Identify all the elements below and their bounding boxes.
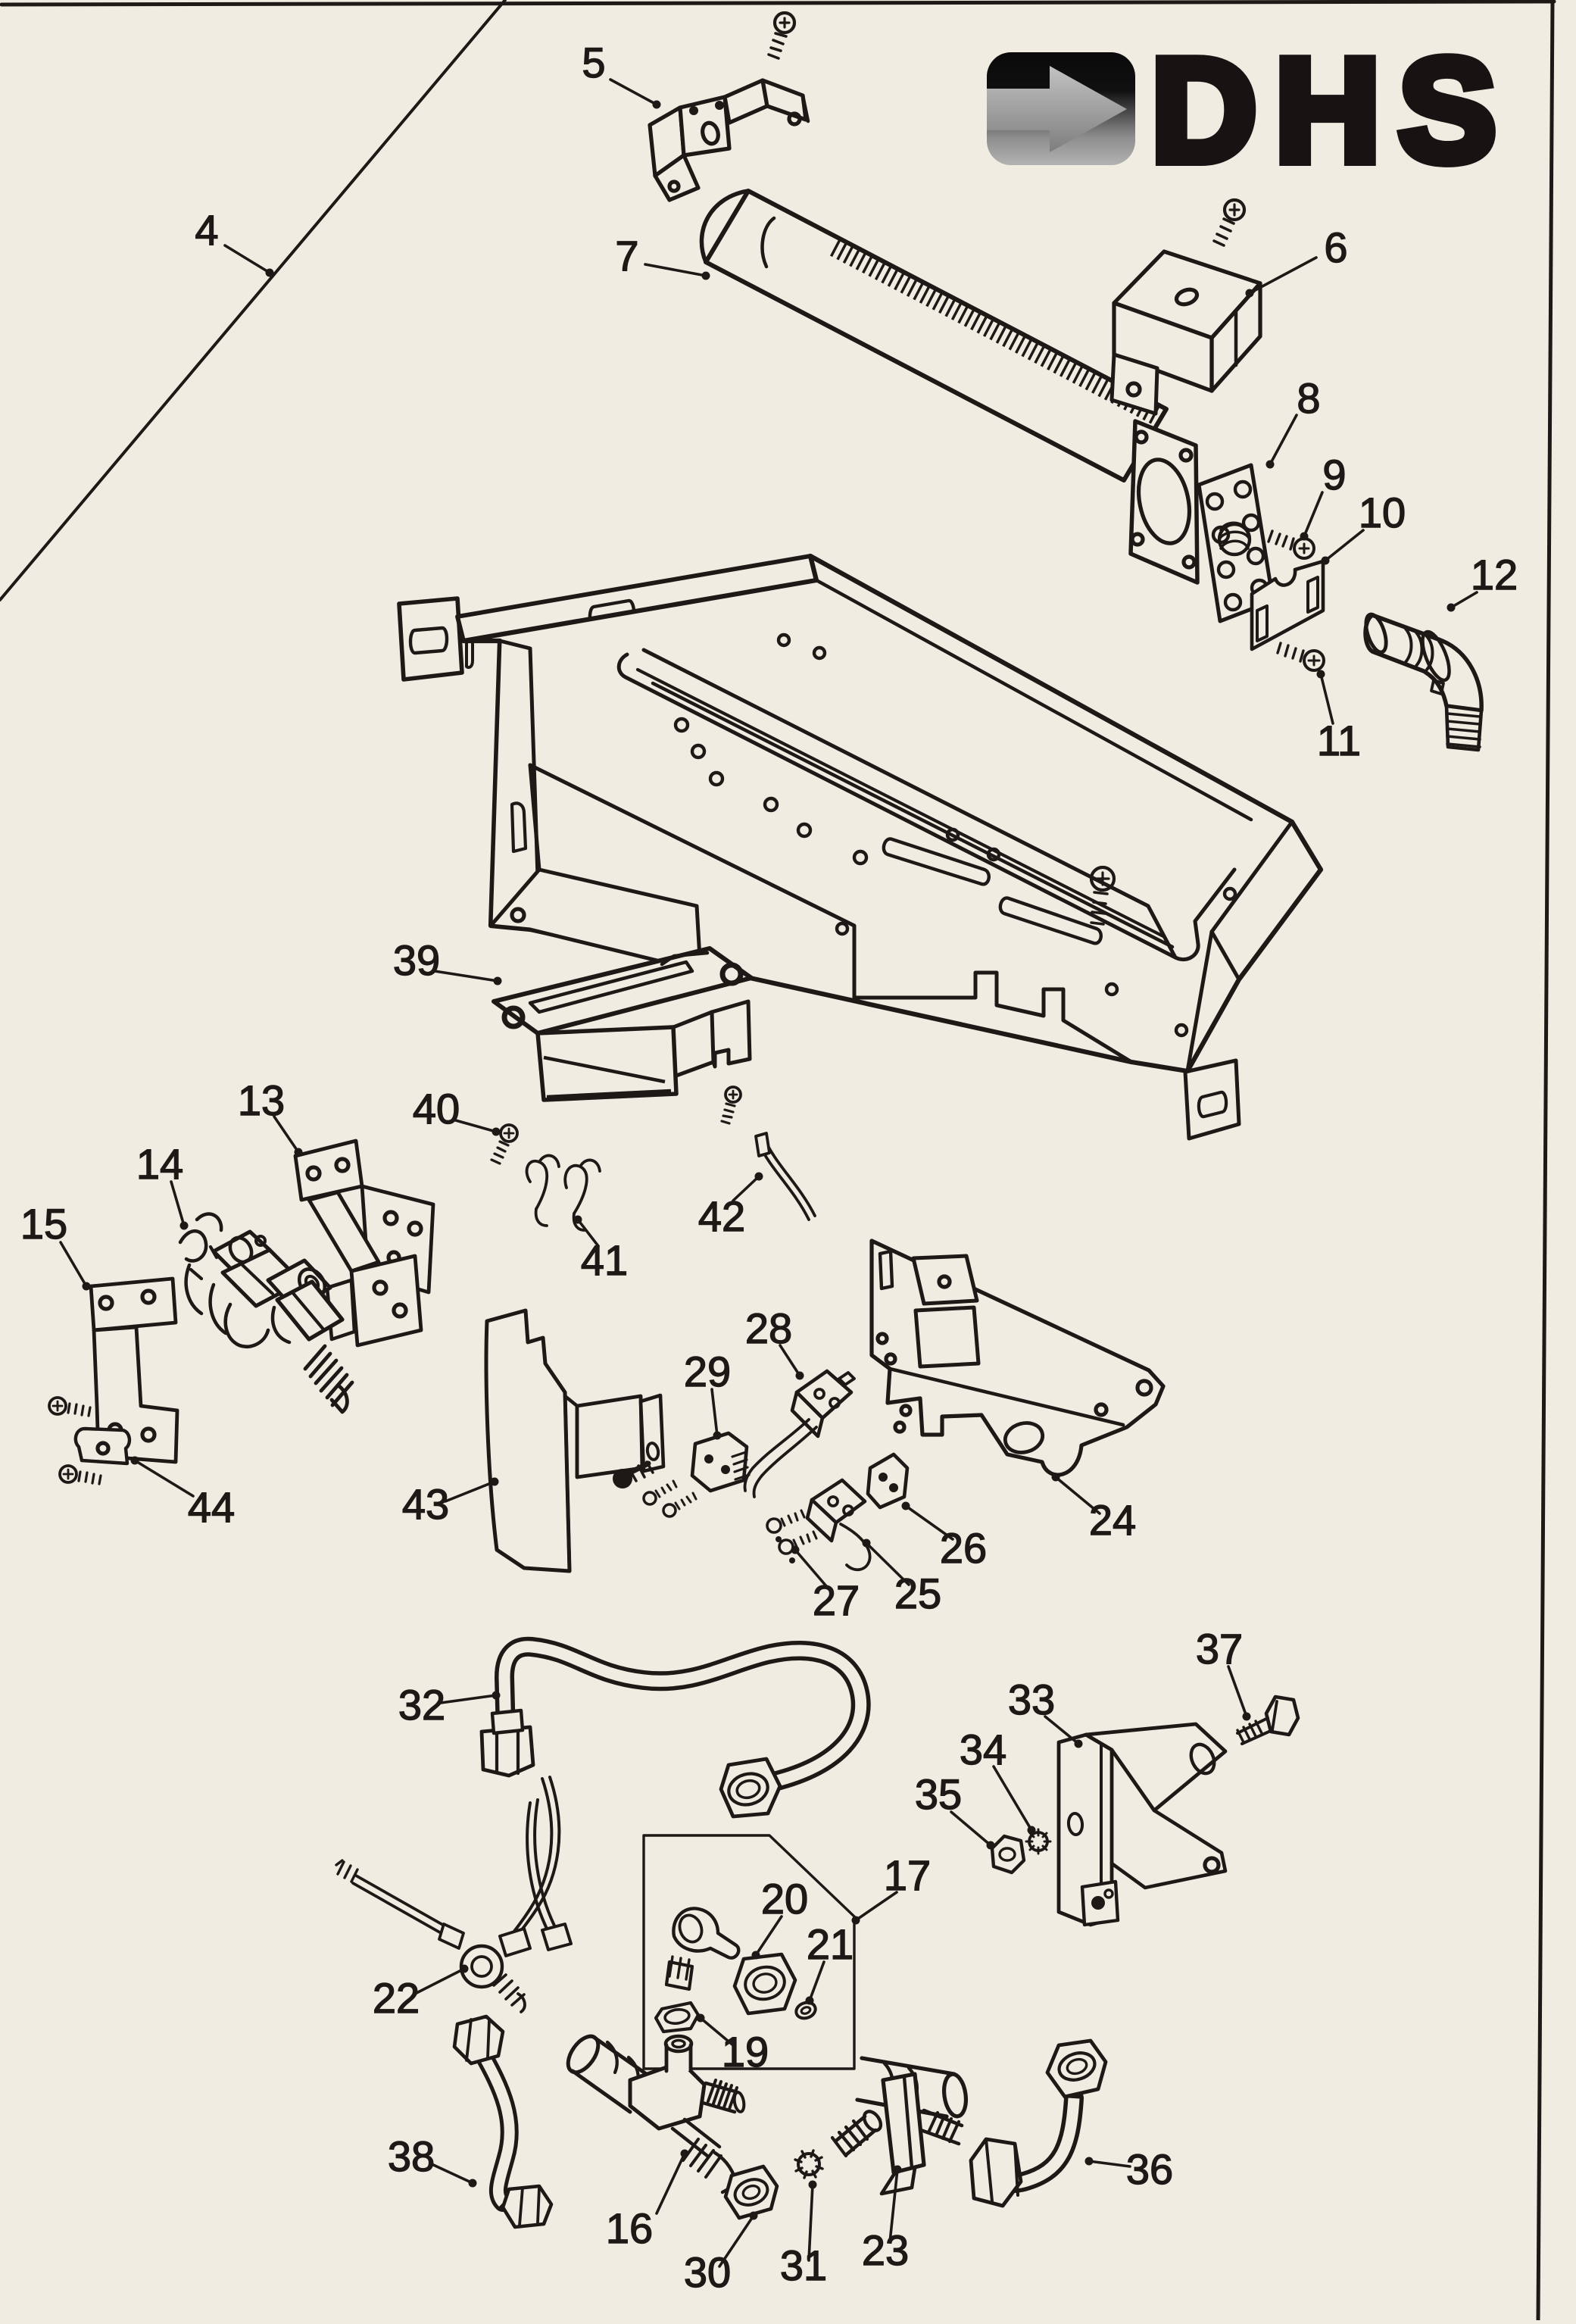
svg-text:31: 31 <box>780 2241 827 2289</box>
svg-text:34: 34 <box>960 1726 1006 1773</box>
svg-text:30: 30 <box>684 2248 731 2296</box>
svg-text:44: 44 <box>188 1483 235 1531</box>
svg-text:39: 39 <box>393 936 440 984</box>
svg-text:4: 4 <box>195 206 218 254</box>
svg-text:7: 7 <box>615 232 638 280</box>
svg-text:22: 22 <box>373 1974 420 2022</box>
svg-text:42: 42 <box>698 1192 745 1240</box>
svg-text:23: 23 <box>862 2226 909 2274</box>
svg-text:21: 21 <box>807 1920 854 1968</box>
svg-text:17: 17 <box>884 1851 931 1899</box>
svg-text:19: 19 <box>722 2028 769 2076</box>
svg-text:32: 32 <box>398 1681 445 1729</box>
svg-text:24: 24 <box>1089 1496 1136 1544</box>
svg-text:15: 15 <box>20 1200 67 1248</box>
svg-text:33: 33 <box>1008 1676 1055 1723</box>
svg-text:40: 40 <box>413 1085 460 1132</box>
svg-text:16: 16 <box>606 2204 653 2252</box>
svg-text:37: 37 <box>1196 1625 1243 1673</box>
svg-text:10: 10 <box>1359 489 1406 536</box>
svg-text:41: 41 <box>581 1236 628 1284</box>
svg-text:20: 20 <box>761 1875 808 1923</box>
svg-text:9: 9 <box>1322 451 1346 498</box>
svg-text:12: 12 <box>1471 551 1518 598</box>
svg-text:35: 35 <box>915 1770 962 1818</box>
svg-text:28: 28 <box>745 1304 792 1352</box>
svg-text:11: 11 <box>1317 717 1361 764</box>
svg-text:27: 27 <box>813 1576 860 1624</box>
svg-text:6: 6 <box>1324 223 1347 271</box>
svg-text:13: 13 <box>238 1076 285 1124</box>
svg-text:5: 5 <box>582 39 605 86</box>
svg-text:29: 29 <box>684 1348 731 1395</box>
svg-text:14: 14 <box>136 1140 183 1188</box>
svg-text:36: 36 <box>1126 2145 1173 2193</box>
svg-text:38: 38 <box>388 2132 435 2180</box>
svg-text:DHS: DHS <box>1151 28 1515 192</box>
svg-text:43: 43 <box>402 1480 449 1528</box>
svg-text:8: 8 <box>1297 374 1320 422</box>
svg-text:25: 25 <box>894 1570 941 1617</box>
svg-text:26: 26 <box>940 1524 987 1572</box>
